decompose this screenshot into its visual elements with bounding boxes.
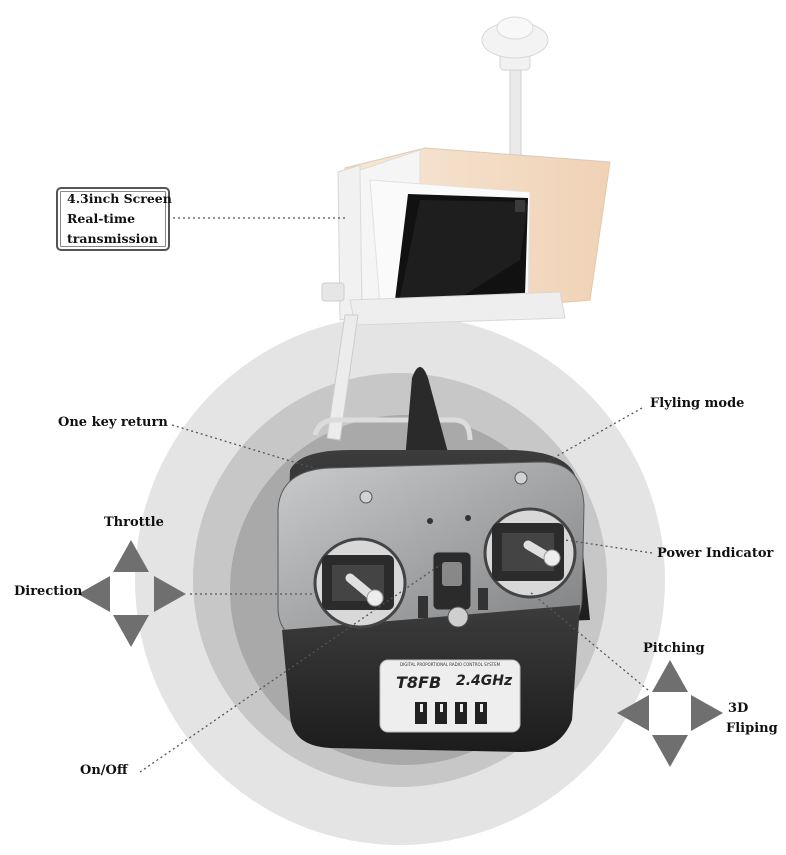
right-gimbal — [483, 507, 577, 599]
flip-label-line-2: Fliping — [726, 721, 778, 736]
screen-callout-line-3: transmission — [67, 231, 158, 246]
direction-label: Direction — [14, 584, 83, 599]
fpv-monitor — [321, 147, 611, 326]
left-gimbal — [313, 537, 407, 629]
throttle-label: Throttle — [104, 515, 164, 530]
one-key-return-label: One key return — [58, 415, 168, 430]
pitching-label: Pitching — [643, 641, 705, 656]
transmitter-antenna — [405, 367, 450, 460]
center-controls — [359, 471, 528, 628]
pitch-flip-arrows — [617, 660, 723, 767]
band-label: 2.4GHz — [456, 673, 513, 689]
monitor-antenna — [481, 16, 549, 156]
model-label: T8FB — [396, 673, 442, 692]
screen-callout-box: 4.3inch Screen Real-time transmission — [56, 187, 172, 251]
screen-callout-line-2: Real-time — [67, 211, 136, 226]
flip-label-line-1: 3D — [728, 701, 749, 716]
power-indicator-label: Power Indicator — [657, 546, 774, 561]
on-off-label: On/Off — [80, 763, 128, 778]
leader-lines — [139, 217, 653, 773]
monitor-bracket — [312, 314, 473, 441]
system-text: DIGITAL PROPORTIONAL RADIO CONTROL SYSTE… — [400, 662, 501, 667]
throttle-direction-arrows — [78, 540, 186, 647]
flying-mode-label: Flyling mode — [650, 396, 745, 411]
screen-callout-line-1: 4.3inch Screen — [67, 191, 172, 206]
